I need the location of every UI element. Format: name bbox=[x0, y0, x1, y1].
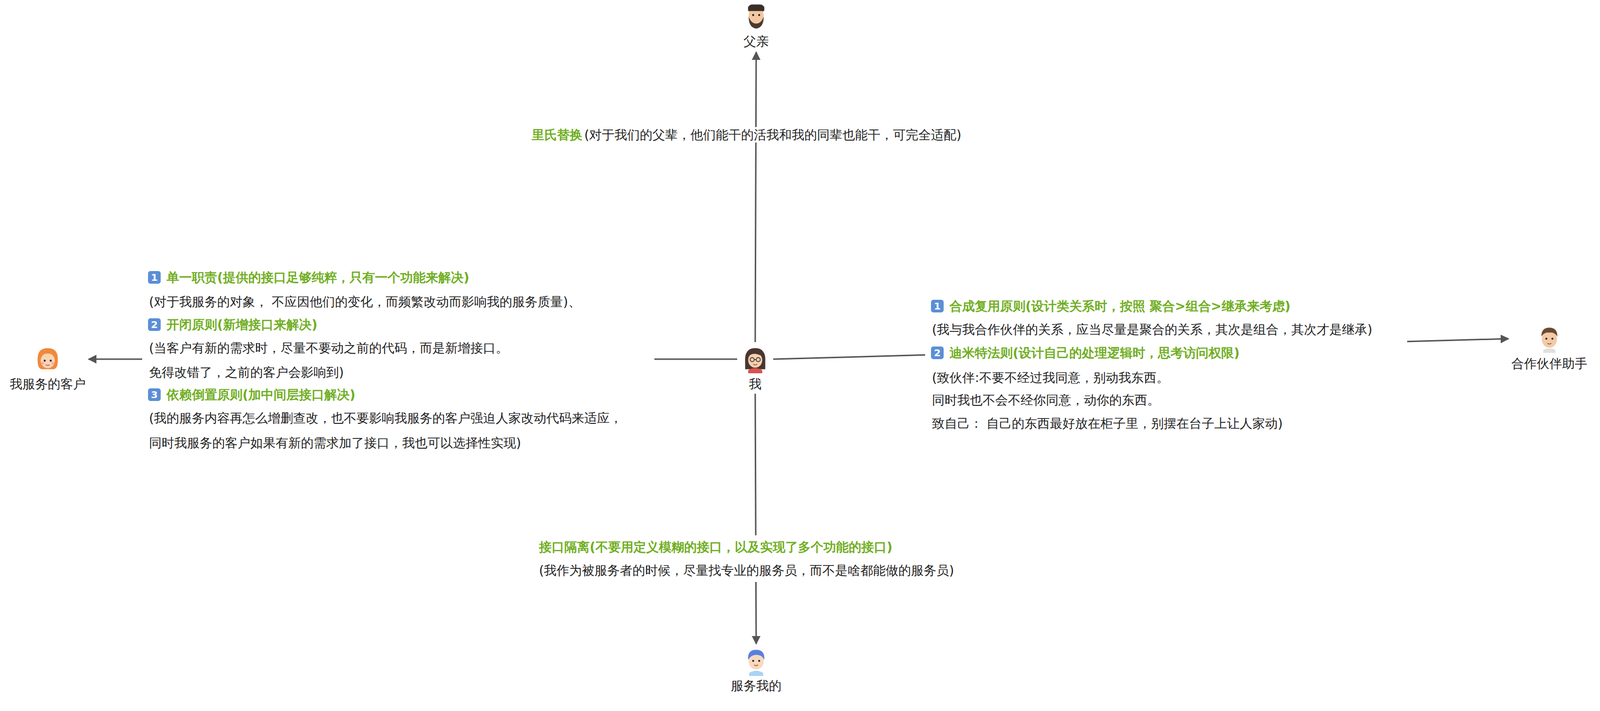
me-avatar bbox=[740, 344, 771, 375]
principle-name: 开闭原则(新增接口来解决) bbox=[165, 316, 319, 333]
principle-note: (我与我合作伙伴的关系，应当尽量是聚合的关系，其次是组合，其次才是继承) bbox=[930, 321, 1374, 338]
principle-name: 单一职责(提供的接口足够纯粹，只有一个功能来解决) bbox=[165, 269, 471, 286]
principle-note: (对于我们的父辈，他们能干的活我和我的同辈也能干，可完全适配) bbox=[583, 127, 963, 143]
principle-name: 依赖倒置原则(加中间层接口解决) bbox=[165, 387, 357, 403]
relation-arrow bbox=[755, 393, 757, 645]
principle-note: (致伙伴:不要不经过我同意，别动我东西。 bbox=[930, 370, 1171, 386]
principle-note: 免得改错了，之前的客户会影响到) bbox=[148, 364, 345, 381]
principle-note: (对于我服务的对象， 不应因他们的变化，而频繁改动而影响我的服务质量)、 bbox=[148, 294, 582, 310]
callout-number: 2 bbox=[148, 318, 161, 332]
person-name: 服务我的 bbox=[730, 678, 782, 694]
person-node: 我 bbox=[740, 344, 771, 392]
principle-note: (我的服务内容再怎么增删查改，也不要影响我服务的客户强迫人家改动代码来适应， bbox=[148, 410, 624, 427]
principle-note: 同时我也不会不经你同意，动你的东西。 bbox=[930, 392, 1161, 409]
principle-name: 合成复用原则(设计类关系时，按照 聚合>组合>继承来考虑) bbox=[948, 298, 1292, 315]
callout-number: 3 bbox=[148, 388, 161, 402]
principle-note: 致自己： 自己的东西最好放在柜子里，别摆在台子上让人家动) bbox=[930, 415, 1284, 432]
servant-avatar bbox=[741, 646, 772, 677]
person-name: 我服务的客户 bbox=[9, 376, 86, 392]
principle-name: 迪米特法则(设计自己的处理逻辑时，思考访问权限) bbox=[948, 345, 1241, 361]
callout-number: 2 bbox=[930, 346, 944, 360]
relation-arrow bbox=[755, 52, 757, 343]
father-avatar bbox=[741, 1, 772, 32]
person-name: 合作伙伴助手 bbox=[1511, 355, 1588, 372]
principle-name: 里氏替换 bbox=[530, 127, 584, 143]
person-name: 父亲 bbox=[743, 33, 769, 50]
callout-number: 1 bbox=[930, 299, 944, 313]
principle-note: 同时我服务的客户如果有新的需求加了接口，我也可以选择性实现) bbox=[148, 435, 522, 451]
principle-note: (当客户有新的需求时，尽量不要动之前的代码，而是新增接口。 bbox=[148, 340, 510, 356]
callout-number: 1 bbox=[148, 271, 161, 284]
person-node: 合作伙伴助手 bbox=[1511, 323, 1588, 372]
person-node: 父亲 bbox=[741, 1, 772, 50]
person-name: 我 bbox=[748, 376, 762, 392]
person-node: 服务我的 bbox=[730, 646, 782, 694]
principle-note: (我作为被服务者的时候，尽量找专业的服务员，而不是啥都能做的服务员) bbox=[538, 562, 955, 579]
partner-avatar bbox=[1534, 323, 1565, 354]
client-avatar bbox=[32, 344, 63, 375]
line-gap bbox=[925, 296, 1408, 434]
principle-name: 接口隔离(不要用定义模糊的接口，以及实现了多个功能的接口) bbox=[538, 539, 894, 556]
person-node: 我服务的客户 bbox=[9, 344, 86, 392]
